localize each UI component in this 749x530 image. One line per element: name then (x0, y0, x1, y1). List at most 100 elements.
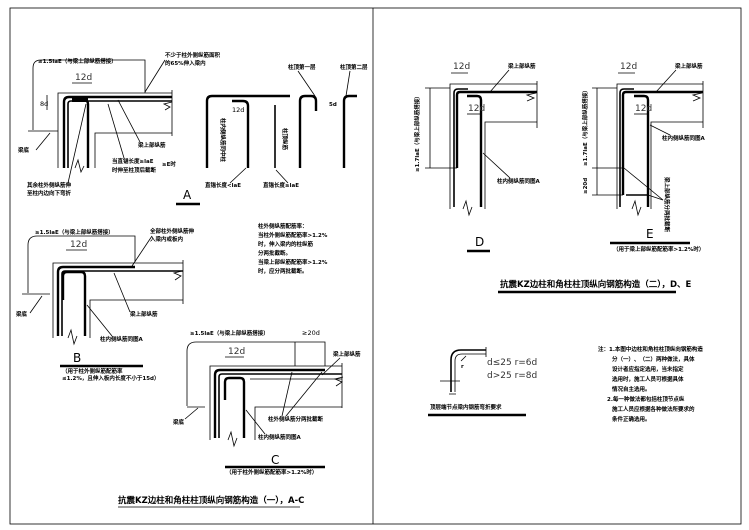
callout: 柱内侧纵筋同图A (100, 335, 144, 343)
note-line: 时，伸入梁内的柱纵筋 (258, 240, 314, 248)
break-mark (462, 199, 473, 217)
callout: 梁上部纵筋 (129, 310, 158, 318)
callout: 柱顶第二层 (340, 63, 368, 71)
column-beam-outline-c (209, 363, 343, 440)
note-line: 分（一）、（二）两种做法，具体 (612, 355, 695, 363)
callout: 梁上部纵筋 (137, 141, 166, 149)
callout: 梁底 (15, 310, 28, 318)
dim-label: ≥1.5laE（与梁上部纵筋搭接） (38, 57, 117, 65)
note-line: 当柱外侧纵筋配筋率>1.2% (258, 231, 328, 239)
callout: 梁上部纵筋 (507, 62, 536, 70)
dim-label: ≥1.7laE（与梁上部纵筋搭接） (581, 87, 589, 166)
callout: 梁底 (172, 418, 185, 426)
break-mark (691, 92, 703, 102)
bend-detail: r d≤25 r=6d d>25 r=8d 顶层端节点梁内钢筋弯折要求 (428, 347, 537, 417)
note-line: 施工人员应根据各种做法所要求的 (612, 405, 695, 413)
note-line: 时，应分两批截断。 (258, 267, 308, 275)
leader (647, 194, 664, 201)
leader (623, 167, 664, 201)
dim-12d: 12d (232, 106, 244, 114)
dim-12d: 12d (635, 104, 652, 114)
outer-bar (56, 265, 135, 336)
dim-8d: 8d (40, 100, 48, 108)
leader (275, 169, 289, 184)
leader (67, 103, 87, 184)
detail-label-e: E (646, 227, 654, 241)
note-line: 情况自主选用。 (612, 385, 651, 393)
radius-line (460, 355, 467, 362)
right-sheet-title: 抗震KZ边柱和角柱柱顶纵向钢筋构造（二），D、E (500, 279, 692, 290)
callout: 全部柱外侧纵筋伸 (149, 227, 195, 235)
beam-top-bar (218, 373, 342, 438)
detail-d: 12d 12d ≥1.7laE（与梁上部纵筋搭接） 梁上部纵筋 柱内侧纵筋同图A… (413, 62, 541, 253)
callout: 柱外侧纵筋分两批截断 (268, 415, 324, 423)
outer-bar (619, 88, 634, 207)
callout: 的65%伸入梁内 (165, 59, 206, 67)
callout: 梁上部纵筋分两批截断 (663, 176, 671, 233)
leader (489, 69, 510, 93)
column-beam-outline-d (449, 81, 538, 209)
note-line: 注：1.本图中边柱和角柱柱顶纵向钢筋构造 (598, 345, 703, 353)
note-line: 设计者应指定选用，当未指定 (612, 365, 684, 373)
bend-rule: d>25 r=8d (487, 371, 537, 381)
dim-label: ≥1.5laE（与梁上部纵筋搭接） (35, 228, 114, 236)
bend-rule: d≤25 r=6d (487, 358, 537, 368)
callout: 柱顶第一层 (288, 63, 316, 71)
break-mark (333, 376, 344, 387)
callout: 时伸至柱顶后截断 (112, 166, 157, 174)
dim-line (27, 235, 136, 293)
inner-bar (223, 376, 246, 438)
leader (345, 70, 351, 97)
callout: 不少于柱外侧纵筋面积 (165, 51, 221, 59)
callout: 直锚长度<laE (205, 181, 241, 189)
lap-zone (72, 98, 88, 102)
bent-bar (450, 349, 486, 392)
dim-20d: ≥20d (302, 329, 320, 337)
note-line: 选用时，施工人员可根据具体 (612, 375, 684, 383)
note-line: 柱外侧纵筋配筋率： (258, 222, 308, 230)
column-beam-outline-e (616, 81, 704, 209)
sheet-border (9, 7, 742, 525)
caption: （用于梁上部纵筋配筋率>1.2%时） (613, 245, 704, 253)
break-mark (74, 158, 85, 174)
caption: （用于柱外侧纵筋配筋率 (62, 367, 123, 375)
bar-sketch-end (342, 94, 357, 168)
dim-12d: 12d (468, 104, 485, 114)
inner-bar (467, 94, 483, 207)
break-mark (227, 430, 238, 448)
caption: 顶层端节点梁内钢筋弯折要求 (430, 403, 502, 411)
callout: 柱内侧纵筋同中柱 (219, 118, 227, 163)
bar-sketch-hook (298, 94, 318, 168)
left-sheet-title: 抗震KZ边柱和角柱柱顶纵向钢筋构造（一），A-C (118, 495, 304, 506)
inner-bar (75, 98, 90, 168)
beam-top-bar (61, 270, 183, 336)
callout: 其余柱外侧纵筋伸 (27, 181, 72, 189)
callout: 入梁内或板内 (149, 235, 184, 243)
bar-sketch-layer1 (205, 94, 290, 168)
leader (297, 70, 316, 97)
leader (321, 357, 341, 376)
general-notes: 注：1.本图中边柱和角柱柱顶纵向钢筋构造 分（一）、（二）两种做法，具体 设计者… (598, 345, 703, 423)
break-mark (631, 199, 642, 217)
leader (131, 235, 153, 267)
dim-label: ≥1.5laE（与梁上部纵筋搭接） (190, 329, 269, 337)
detail-e: 12d 12d ≥1.7laE（与梁上部纵筋搭接） ≥20d 梁上部纵筋 柱内侧… (581, 62, 706, 253)
detail-label-b: B (73, 351, 81, 365)
callout: 柱内侧纵筋同图A (497, 177, 541, 185)
column-beam-outline-b (52, 260, 184, 338)
bar-sketch-short (232, 99, 250, 168)
caption: （用于柱外侧纵筋配筋率>1.2%时） (226, 468, 317, 476)
break-mark (67, 328, 78, 346)
outer-bar (62, 95, 172, 168)
radius-label: r (461, 364, 464, 370)
detail-label-d: D (475, 235, 484, 249)
dim-12d: 12d (70, 240, 87, 250)
dim-5d: 5d (329, 102, 337, 108)
callout: 柱顶纵筋 (281, 128, 289, 151)
inner-bar (61, 270, 87, 336)
leader (29, 295, 43, 314)
note-line: 2.每一种做法都包括柱顶节点纵 (607, 395, 685, 403)
callout: 梁底 (17, 146, 30, 154)
leader (649, 124, 671, 136)
